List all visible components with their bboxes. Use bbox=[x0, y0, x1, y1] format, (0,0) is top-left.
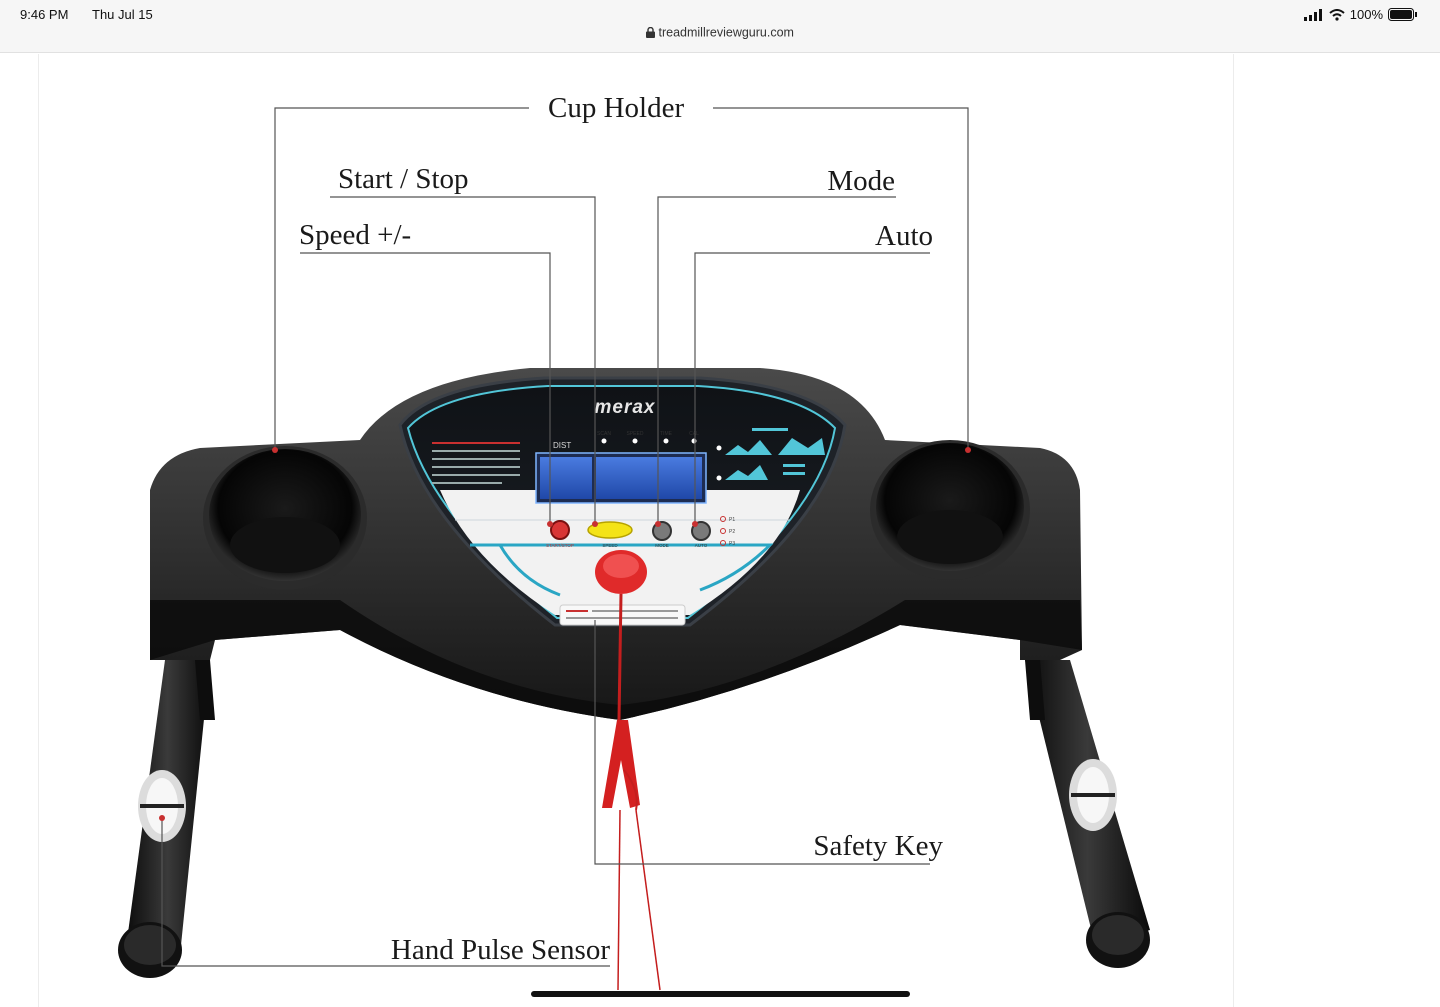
left-cup-holder bbox=[203, 446, 367, 590]
program-graphs bbox=[716, 428, 825, 481]
url-text: treadmillreviewguru.com bbox=[658, 25, 794, 40]
label-safety-key: Safety Key bbox=[813, 830, 943, 862]
label-speed: Speed +/- bbox=[299, 219, 411, 251]
indicator-cal: CAL bbox=[689, 431, 699, 437]
warning-label bbox=[432, 442, 520, 484]
program-list: P1 P2 P3 bbox=[720, 516, 735, 547]
program-p1: P1 bbox=[729, 517, 735, 523]
status-time: 9:46 PM bbox=[20, 7, 69, 22]
start-stop-button-label: START/STOP bbox=[546, 543, 574, 548]
safety-warning-sticker bbox=[559, 604, 686, 626]
right-pulse-sensor bbox=[1069, 759, 1117, 831]
home-indicator[interactable] bbox=[531, 991, 910, 997]
indicator-scan: SCAN bbox=[597, 431, 611, 437]
speed-button[interactable]: SPEED bbox=[587, 521, 633, 548]
signal-icon bbox=[1303, 8, 1322, 21]
dist-label: DIST bbox=[553, 441, 571, 450]
battery-percent: 100% bbox=[1349, 7, 1383, 22]
mode-button-label: MODE bbox=[655, 543, 669, 548]
status-date: Thu Jul 15 bbox=[92, 7, 153, 22]
status-bar: 9:46 PM Thu Jul 15 100% treadmillreviewg… bbox=[0, 0, 1440, 53]
address-bar[interactable]: treadmillreviewguru.com bbox=[0, 25, 1440, 40]
indicator-speed: SPEED bbox=[627, 431, 644, 437]
start-stop-button[interactable]: START/STOP bbox=[546, 520, 574, 548]
indicator-time: TIME bbox=[660, 431, 673, 437]
safety-key[interactable] bbox=[595, 550, 661, 991]
leader-endpoints bbox=[159, 447, 971, 821]
battery-icon bbox=[1388, 8, 1417, 21]
label-hand-pulse-sensor: Hand Pulse Sensor bbox=[391, 934, 610, 966]
leader-lines bbox=[161, 107, 969, 967]
auto-button-label: AUTO bbox=[695, 543, 708, 548]
wifi-icon bbox=[1329, 8, 1345, 21]
console-brand: merax bbox=[595, 397, 656, 418]
lock-icon bbox=[646, 27, 656, 39]
lcd-display bbox=[535, 452, 707, 504]
content-edge-left bbox=[38, 54, 39, 1007]
label-auto: Auto bbox=[875, 220, 933, 252]
speed-button-label: SPEED bbox=[602, 543, 618, 548]
left-pulse-sensor bbox=[138, 770, 186, 842]
label-mode: Mode bbox=[827, 165, 895, 197]
label-cup-holder: Cup Holder bbox=[548, 92, 684, 124]
program-p3: P3 bbox=[729, 541, 735, 547]
content-edge-right bbox=[1233, 54, 1234, 1007]
program-p2: P2 bbox=[729, 529, 735, 535]
status-indicators: 100% bbox=[1303, 7, 1418, 22]
right-cup-holder bbox=[870, 440, 1030, 580]
label-start-stop: Start / Stop bbox=[338, 163, 469, 195]
